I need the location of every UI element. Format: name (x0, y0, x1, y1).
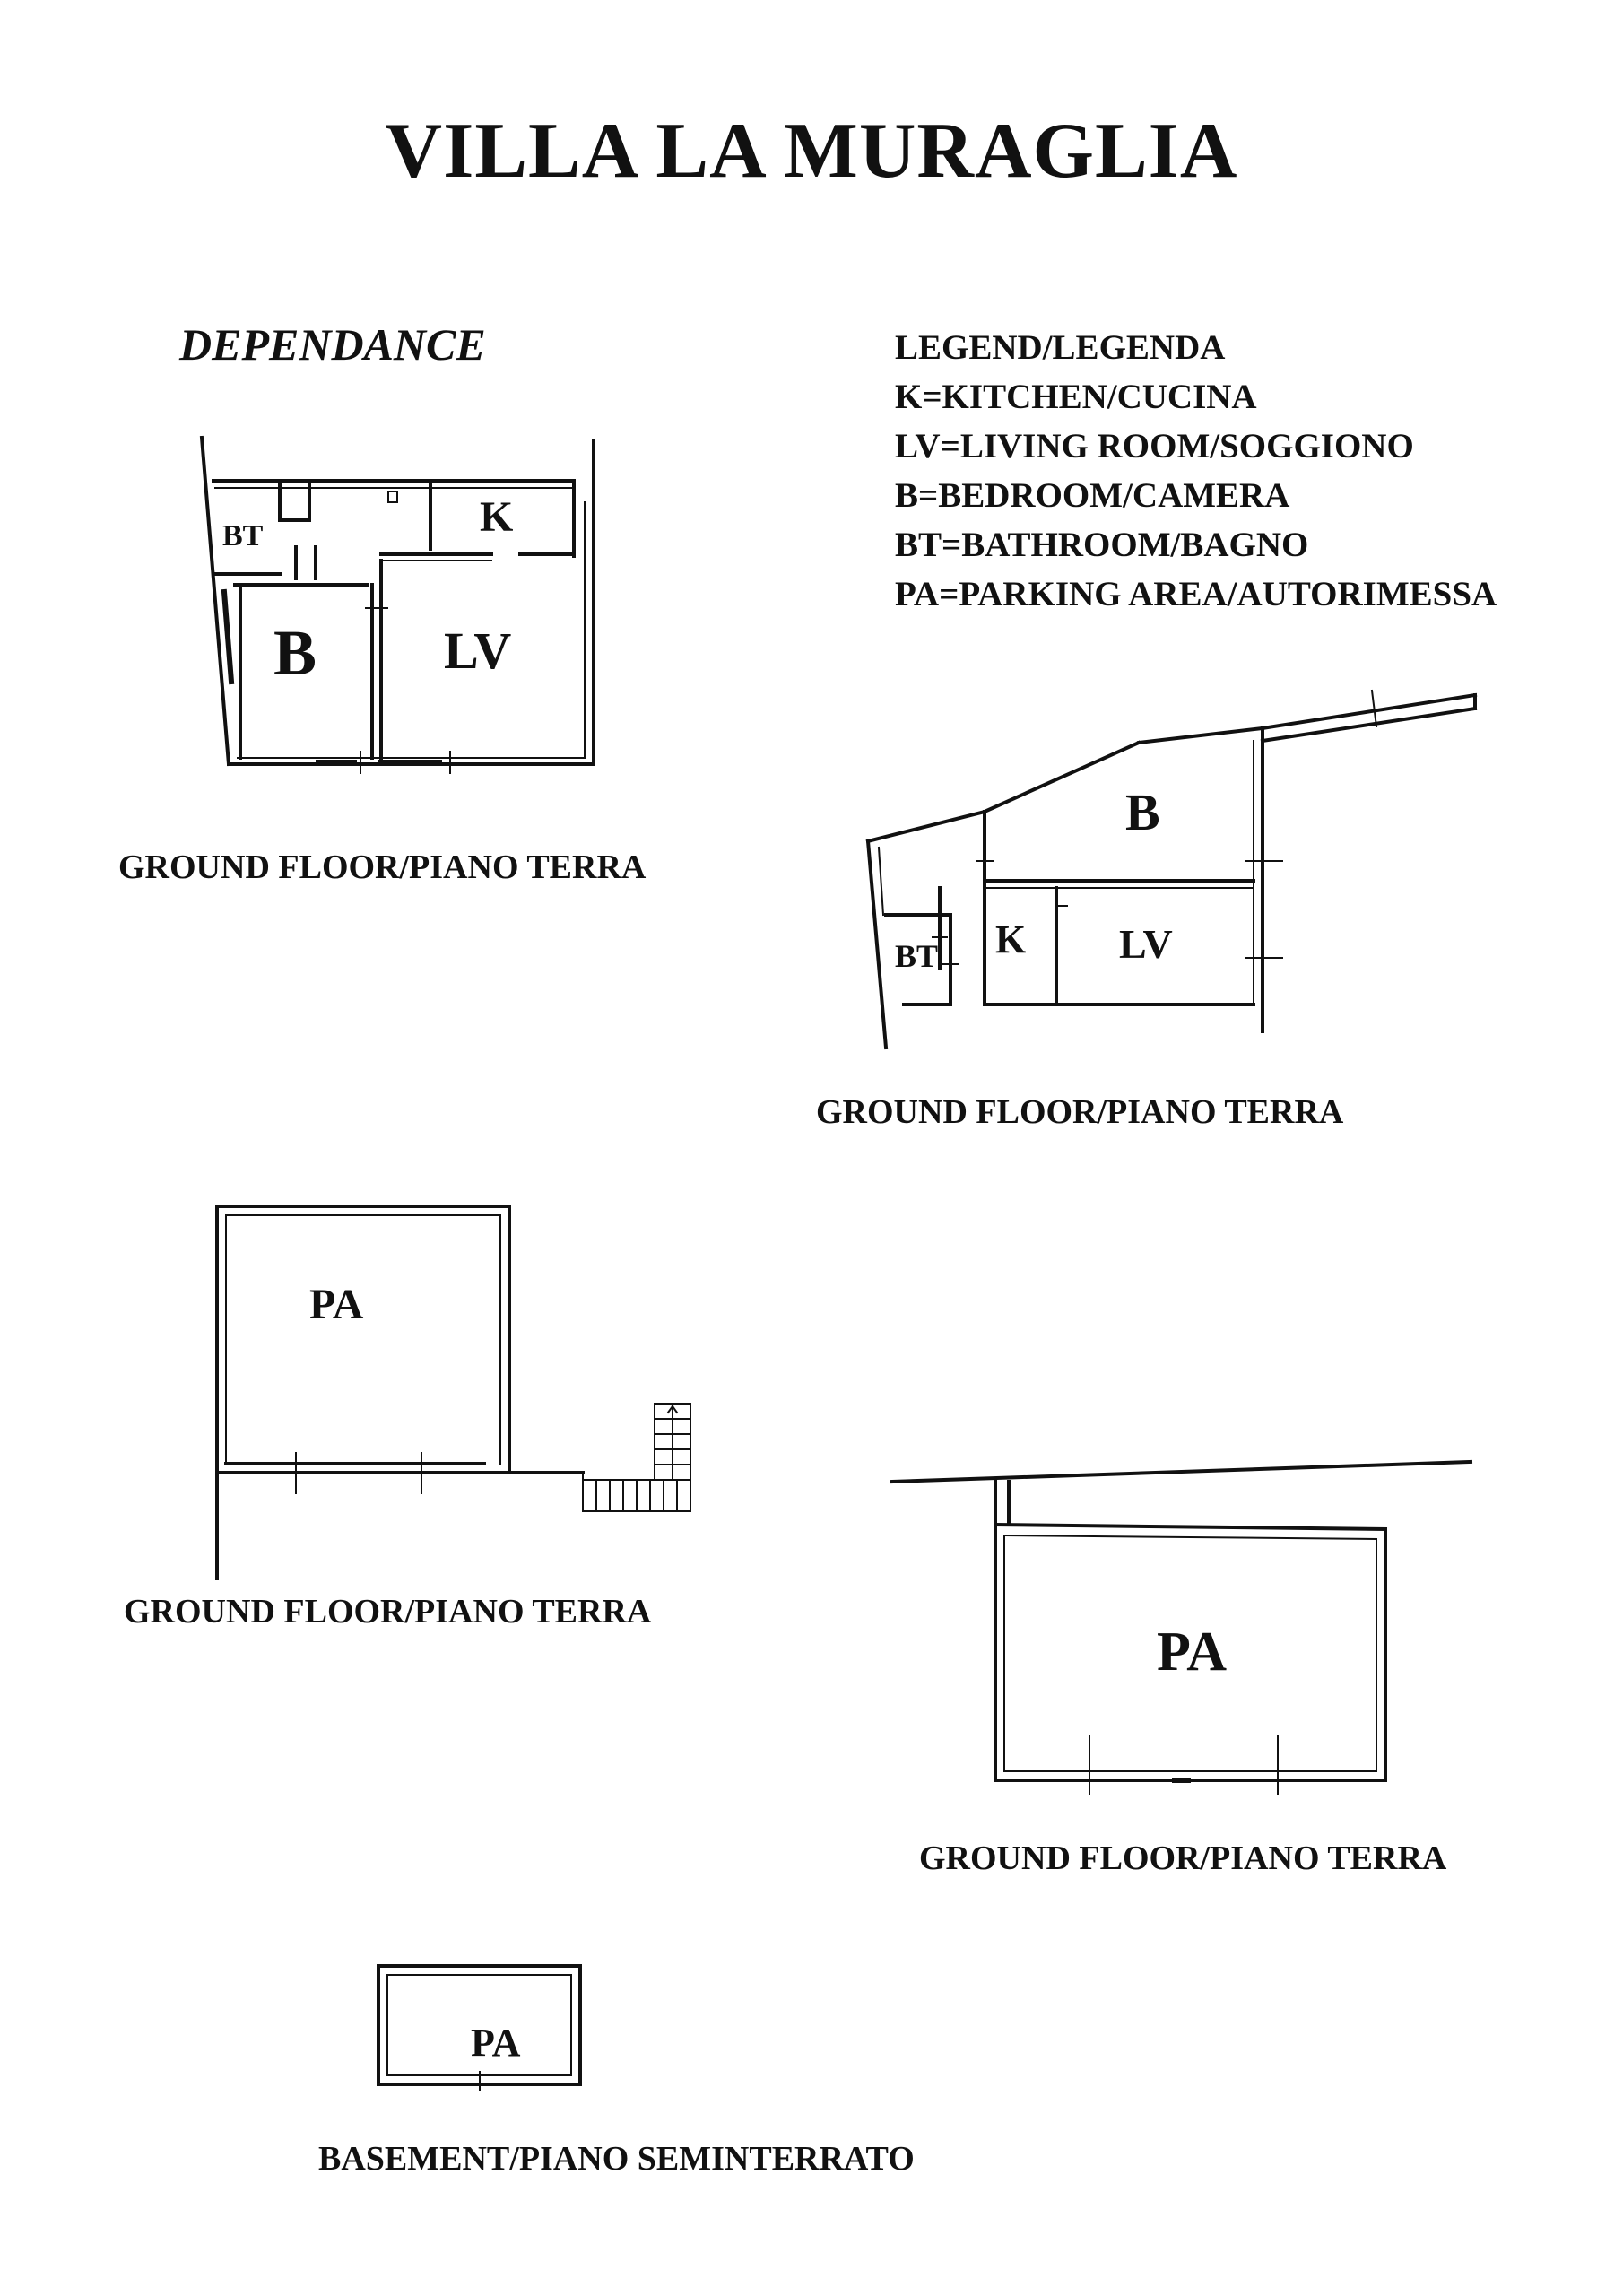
room-label: BT (222, 519, 264, 552)
room-label: B (1125, 783, 1160, 841)
legend-item-bedroom: B=BEDROOM/CAMERA (895, 476, 1290, 515)
plan-parking-right (890, 1459, 1473, 1795)
chimney-mark (387, 491, 398, 503)
room-label: PA (1157, 1622, 1227, 1683)
plan-basement (377, 1964, 582, 2091)
wall-north-west (865, 809, 987, 844)
room-label: K (995, 918, 1026, 961)
wall-west-inner (877, 846, 885, 917)
wall-boundary-south (1260, 706, 1478, 744)
legend: LEGEND/LEGENDA K=KITCHEN/CUCINA LV=LIVIN… (895, 323, 1497, 619)
page-title: VILLA LA MURAGLIA (385, 108, 1238, 195)
legend-item-parking: PA=PARKING AREA/AUTORIMESSA (895, 575, 1497, 613)
plan-caption: BASEMENT/PIANO SEMINTERRATO (318, 2140, 915, 2178)
room-label: PA (309, 1281, 364, 1328)
room-label: K (480, 493, 513, 541)
wall-north (993, 1522, 1388, 1532)
plan-second (865, 689, 1478, 1050)
room-label: LV (1119, 921, 1173, 967)
room-label: BT (895, 938, 938, 974)
plan-caption: GROUND FLOOR/PIANO TERRA (118, 848, 647, 886)
room-label: PA (471, 2021, 521, 2065)
legend-item-living-room: LV=LIVING ROOM/SOGGIONO (895, 427, 1414, 465)
room-label: B (273, 617, 317, 689)
dependance-label: DEPENDANCE (179, 319, 486, 370)
plan-parking-left (215, 1205, 691, 1580)
window-3 (221, 588, 235, 685)
room-label: LV (444, 622, 511, 680)
plan-caption: GROUND FLOOR/PIANO TERRA (816, 1093, 1344, 1131)
legend-heading: LEGEND/LEGENDA (895, 328, 1226, 367)
legend-item-bathroom: BT=BATHROOM/BAGNO (895, 526, 1309, 564)
wall-west (865, 839, 889, 1050)
legend-item-kitchen: K=KITCHEN/CUCINA (895, 378, 1257, 416)
wall-boundary (890, 1459, 1473, 1484)
wall-boundary-north (1260, 692, 1478, 731)
wall-roof-2 (1136, 726, 1265, 745)
wall-north-inner (1002, 1534, 1378, 1541)
plan-caption: GROUND FLOOR/PIANO TERRA (124, 1593, 652, 1631)
plan-dependance (199, 435, 595, 774)
boundary-tick (1370, 689, 1378, 728)
plan-caption: GROUND FLOOR/PIANO TERRA (919, 1839, 1447, 1877)
wall-roof (982, 740, 1141, 814)
wall-west (199, 435, 231, 767)
staircase (582, 1403, 691, 1512)
